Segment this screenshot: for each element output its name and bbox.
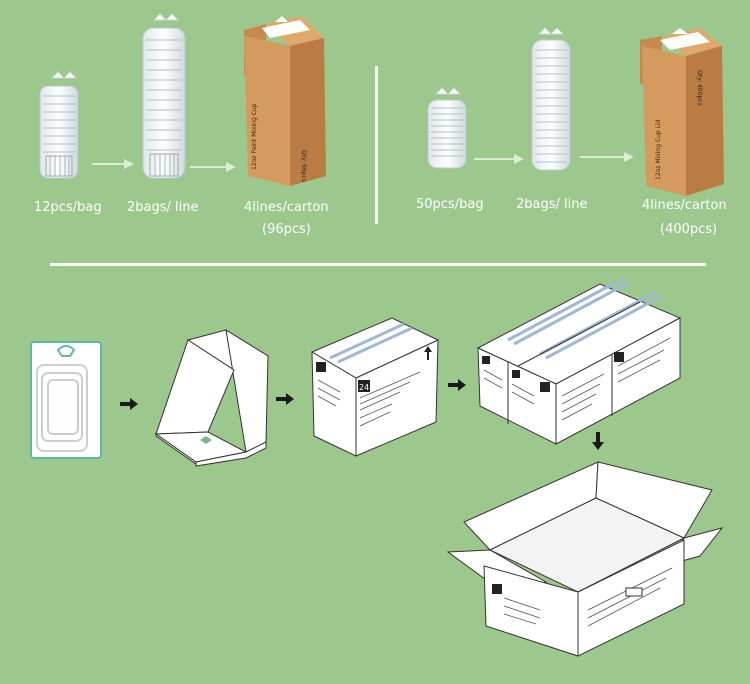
tl-carton-text-2: Qty: 96pcs bbox=[300, 150, 307, 182]
tl-step3-qty: (96pcs) bbox=[262, 222, 311, 237]
bottom-arrow-1-icon bbox=[120, 398, 138, 410]
tr-carton-text-2: Qty: 400pcs bbox=[696, 70, 703, 106]
tl-arrow-2-icon bbox=[190, 162, 236, 172]
tr-arrow-1-icon bbox=[474, 154, 524, 164]
display-box-icon bbox=[154, 328, 270, 467]
tl-step2-label: 2bags/ line bbox=[127, 200, 199, 215]
blister-card-icon bbox=[30, 341, 102, 459]
bottom-arrow-3-icon bbox=[448, 379, 466, 391]
bottom-arrow-down-icon bbox=[592, 432, 604, 450]
tr-step3-qty: (400pcs) bbox=[660, 222, 718, 237]
tl-arrow-1-icon bbox=[92, 159, 134, 169]
tl-step1-label: 12pcs/bag bbox=[34, 200, 102, 215]
double-carton-icon bbox=[476, 264, 682, 445]
tr-arrow-2-icon bbox=[580, 152, 634, 162]
horizontal-divider bbox=[50, 263, 706, 266]
tl-step3-label: 4lines/carton bbox=[244, 200, 329, 215]
tr-carton-icon: 12oz Mixing Cup Lid Qty: 400pcs bbox=[640, 28, 724, 196]
tr-step2-label: 2bags/ line bbox=[516, 197, 588, 212]
bottom-arrow-2-icon bbox=[276, 393, 294, 405]
master-carton-icon bbox=[446, 461, 724, 657]
tr-lid-stack-icon bbox=[531, 27, 571, 171]
tl-carton-text-1: 12oz Paint Mixing Cup bbox=[251, 103, 258, 170]
tr-carton-text-1: 12oz Mixing Cup Lid bbox=[655, 119, 662, 180]
tl-carton-icon: 12oz Paint Mixing Cup Qty: 96pcs bbox=[244, 16, 326, 186]
tr-step1-label: 50pcs/bag bbox=[416, 197, 484, 212]
tr-step3-label: 4lines/carton bbox=[642, 198, 727, 213]
tr-cup-bag-icon bbox=[427, 87, 467, 169]
vertical-divider bbox=[375, 66, 378, 224]
inner-carton-icon: 24 bbox=[310, 317, 440, 457]
inner-box-code: 24 bbox=[359, 383, 369, 392]
tl-cup-stack-icon bbox=[142, 13, 186, 179]
tl-cup-bag-icon bbox=[39, 71, 79, 179]
